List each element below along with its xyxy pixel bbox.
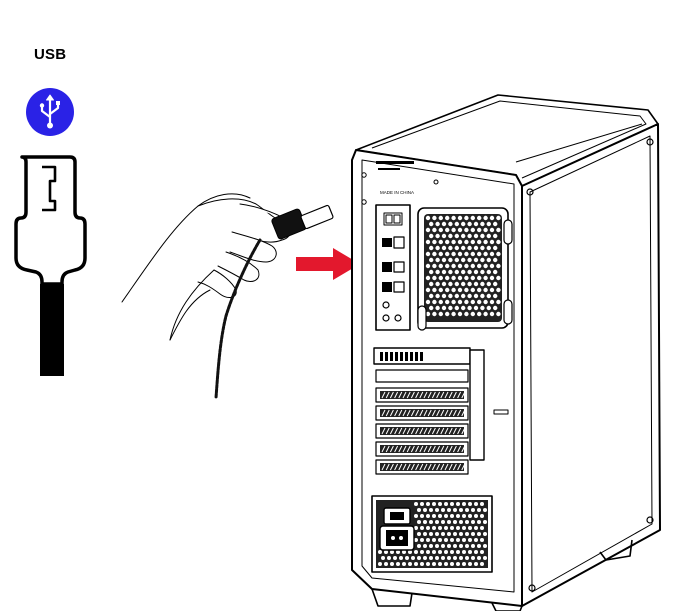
- hand-holding-plug-icon: [121, 193, 334, 400]
- usb-label: USB: [34, 46, 67, 63]
- case-model-label: MADE IN CHINA: [380, 190, 414, 195]
- usb-symbol-icon: [39, 94, 60, 129]
- expansion-slot-covers: [375, 387, 469, 475]
- red-right-arrow-icon: [296, 248, 360, 280]
- usb-type-a-connector-icon: [14, 155, 87, 376]
- psu-grille: [378, 502, 487, 566]
- pc-tower-rear-view: MADE IN CHINA: [351, 94, 661, 611]
- fan-grille: [425, 215, 501, 317]
- usb-badge-icon: [26, 88, 74, 136]
